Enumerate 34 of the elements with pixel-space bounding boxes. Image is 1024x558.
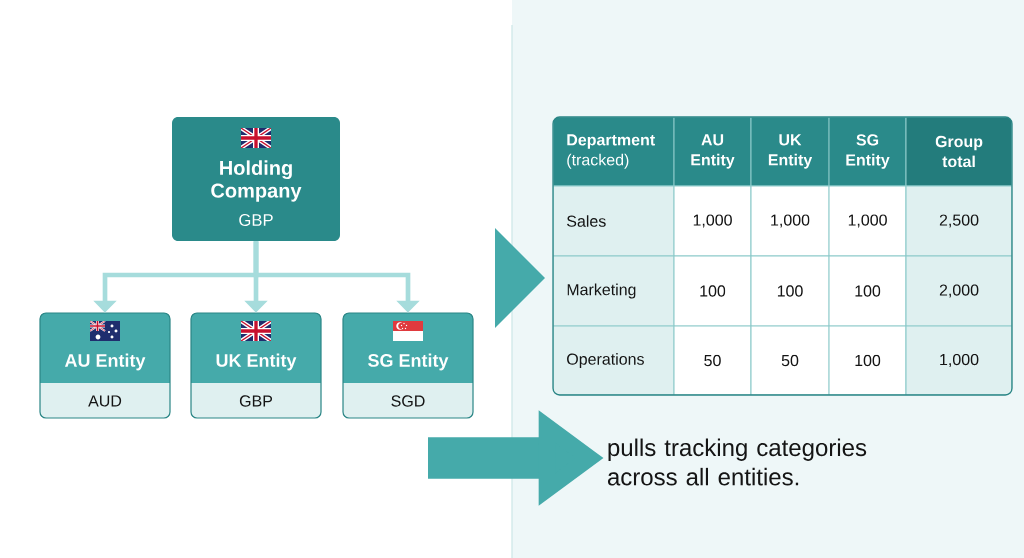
table-header: UK Entity	[750, 117, 830, 187]
table-header: AU Entity	[673, 117, 752, 187]
entity-box	[190, 312, 322, 419]
box-title: UK Entity	[216, 353, 297, 371]
currency-label: AUD	[88, 395, 122, 407]
table-cell: 1,000	[750, 185, 830, 257]
company-box	[172, 117, 340, 241]
arrow	[253, 241, 420, 313]
table-header: SG Entity	[828, 117, 907, 187]
currency-label: GBP	[239, 395, 273, 407]
entity-box	[342, 312, 474, 419]
caption-text: pulls tracking categories across all entities.	[607, 438, 867, 486]
currency-label: SGD	[391, 395, 425, 407]
table-cell: 100	[750, 255, 830, 327]
table-cell: Sales	[553, 185, 675, 257]
table-cell: Marketing	[553, 255, 675, 327]
table-cell: 50	[750, 325, 830, 395]
table-cell: 100	[673, 255, 752, 327]
table-cell: 2,500	[905, 185, 1012, 257]
table-cell: 50	[673, 325, 752, 395]
box-title: Holding Company	[211, 160, 302, 202]
table-cell: 1,000	[828, 185, 907, 257]
table-cell: 100	[828, 325, 907, 395]
table-header: Department (tracked)	[553, 117, 675, 187]
entity-box	[39, 312, 171, 419]
currency-label: GBP	[239, 214, 273, 226]
table-cell: Operations	[553, 325, 675, 395]
table-header: Group total	[905, 117, 1012, 187]
table-cell: 1,000	[905, 325, 1012, 395]
table-cell: 2,000	[905, 255, 1012, 327]
box-title: AU Entity	[64, 353, 146, 371]
table-cell: 100	[828, 255, 907, 327]
table-cell: 1,000	[673, 185, 752, 257]
box-title: SG Entity	[368, 353, 449, 371]
